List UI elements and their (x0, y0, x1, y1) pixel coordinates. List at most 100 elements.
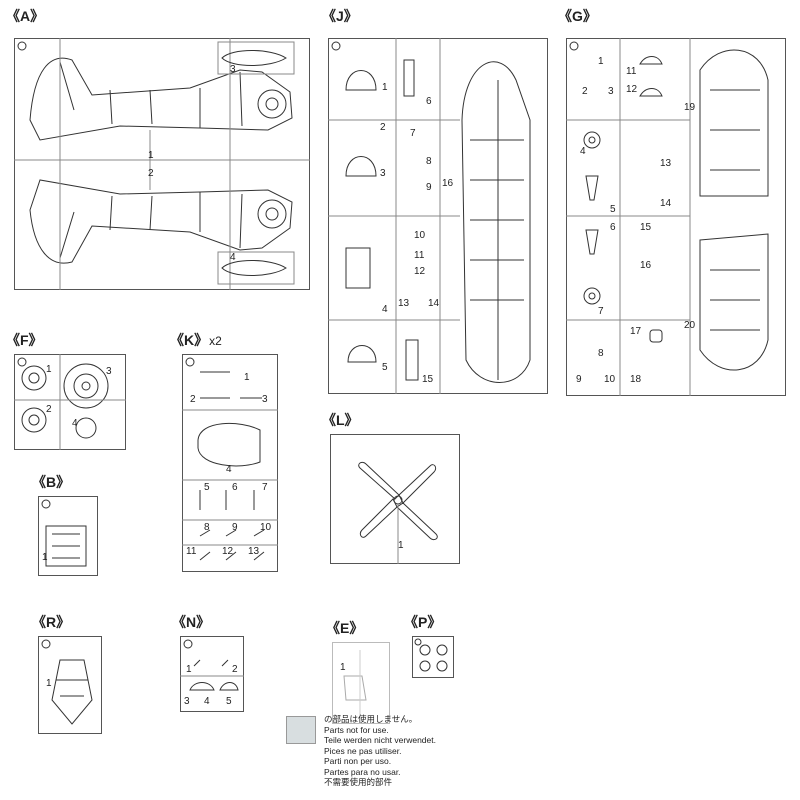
sprue-g-label: 《G》 (558, 8, 597, 24)
part-g-19: 19 (684, 102, 696, 113)
sprue-f-wheels (21, 363, 109, 439)
sprue-b-seat (45, 525, 87, 567)
part-a-4: 4 (230, 252, 236, 263)
sprue-k-frame (182, 354, 278, 572)
legend-line-english: Parts not for use. (324, 724, 389, 735)
part-g-11: 11 (626, 66, 637, 77)
part-g-15: 15 (640, 222, 652, 233)
part-k-7: 7 (262, 482, 268, 493)
part-j-10: 10 (414, 230, 426, 241)
sprue-b-frame (38, 496, 98, 576)
part-j-1: 1 (382, 82, 388, 93)
part-g-4: 4 (580, 146, 586, 157)
sprue-a-fuselage-upper (29, 57, 293, 141)
part-k-5: 5 (204, 482, 210, 493)
part-j-13: 13 (398, 298, 410, 309)
part-j-12: 12 (414, 266, 426, 277)
sprue-f-frame (14, 354, 126, 450)
part-g-5: 5 (610, 204, 616, 215)
part-j-11: 11 (414, 250, 425, 261)
part-j-9: 9 (426, 182, 432, 193)
sprue-p-label: 《P》 (404, 614, 442, 630)
part-j-16: 16 (442, 178, 454, 189)
part-n-3: 3 (184, 696, 190, 707)
part-f-1: 1 (46, 364, 52, 375)
part-k-11: 11 (186, 546, 197, 557)
part-k-13: 13 (248, 546, 260, 557)
part-k-6: 6 (232, 482, 238, 493)
part-g-8: 8 (598, 348, 604, 359)
part-f-2: 2 (46, 404, 52, 415)
part-j-14: 14 (428, 298, 440, 309)
part-j-8: 8 (426, 156, 432, 167)
part-k-1: 1 (244, 372, 250, 383)
sprue-n-label: 《N》 (172, 614, 211, 630)
part-a-3: 3 (230, 64, 236, 75)
sprue-n-frame (180, 636, 244, 712)
part-j-2: 2 (380, 122, 386, 133)
sprue-b-label: 《B》 (32, 474, 71, 490)
part-j-3: 3 (380, 168, 386, 179)
part-g-17: 17 (630, 326, 642, 337)
part-j-6: 6 (426, 96, 432, 107)
part-a-2: 2 (148, 168, 154, 179)
part-b-1: 1 (42, 552, 48, 563)
part-n-2: 2 (232, 664, 238, 675)
part-f-3: 3 (106, 366, 112, 377)
sprue-k-parts (197, 371, 265, 561)
part-n-4: 4 (204, 696, 210, 707)
legend-line-spanish: Partes para no usar. (324, 766, 401, 777)
part-g-12: 12 (626, 84, 638, 95)
part-r-1: 1 (46, 678, 52, 689)
sprue-a-fuselage-lower (29, 179, 293, 264)
sprue-j-wing (461, 61, 531, 383)
part-k-4: 4 (226, 464, 232, 475)
sprue-g-wing-lower (699, 233, 769, 371)
sprue-r-label: 《R》 (32, 614, 71, 630)
part-k-12: 12 (222, 546, 234, 557)
part-g-3: 3 (608, 86, 614, 97)
sprue-e-label: 《E》 (326, 620, 364, 636)
part-g-2: 2 (582, 86, 588, 97)
part-e-1: 1 (340, 662, 346, 673)
part-j-4: 4 (382, 304, 388, 315)
sprue-p-parts (419, 644, 448, 672)
sprue-r-part (51, 659, 93, 725)
part-f-4: 4 (72, 418, 78, 429)
sprue-g-wing-upper (699, 49, 769, 197)
unused-parts-swatch (286, 716, 316, 744)
part-j-5: 5 (382, 362, 388, 373)
part-k-8: 8 (204, 522, 210, 533)
sprue-g-frame (566, 38, 786, 396)
legend-line-german: Teile werden nicht verwendet. (324, 735, 436, 745)
legend-line-japanese: の部品は使用しません。 (324, 714, 418, 724)
part-k-10: 10 (260, 522, 272, 533)
sprue-e-frame (332, 642, 390, 724)
part-g-9: 9 (576, 374, 582, 385)
part-j-15: 15 (422, 374, 434, 385)
part-g-6: 6 (610, 222, 616, 233)
part-n-1: 1 (186, 664, 192, 675)
sprue-a-label: 《A》 (6, 8, 45, 24)
sprue-l-label: 《L》 (322, 412, 359, 428)
part-l-1: 1 (398, 540, 404, 551)
part-g-20: 20 (684, 320, 696, 331)
sprue-r-frame (38, 636, 102, 734)
sprue-p-frame (412, 636, 454, 678)
sprue-k-quantity: x2 (209, 334, 222, 348)
part-k-2: 2 (190, 394, 196, 405)
part-a-1: 1 (148, 150, 154, 161)
part-g-7: 7 (598, 306, 604, 317)
legend-line-italian: Parti non per uso. (324, 756, 392, 766)
part-k-3: 3 (262, 394, 268, 405)
sprue-j-label: 《J》 (322, 8, 358, 24)
sprue-l-propeller (358, 461, 438, 541)
legend-line-chinese: 不需要使用的部件 (324, 777, 393, 787)
sprue-f-label: 《F》 (6, 332, 43, 348)
part-g-13: 13 (660, 158, 672, 169)
part-k-9: 9 (232, 522, 238, 533)
part-g-18: 18 (630, 374, 642, 385)
part-g-16: 16 (640, 260, 652, 271)
part-n-5: 5 (226, 696, 232, 707)
